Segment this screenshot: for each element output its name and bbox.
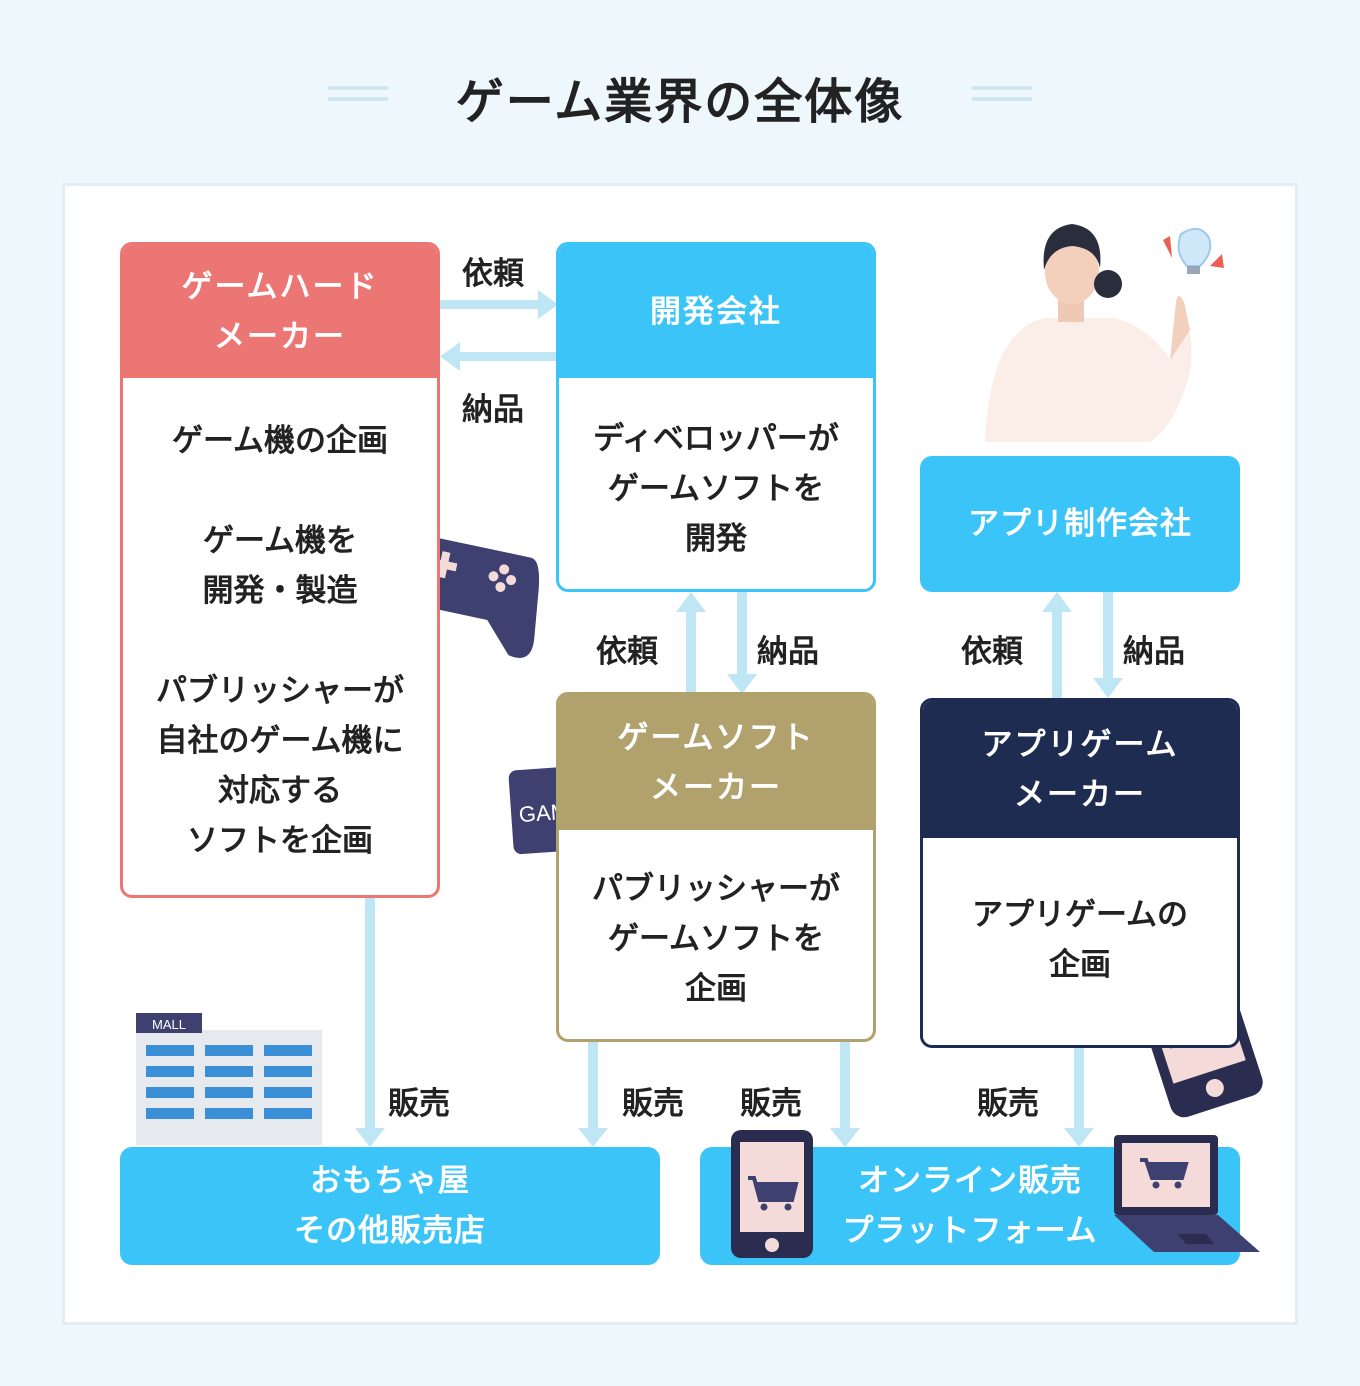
toy-store-label-line: おもちゃ屋 xyxy=(310,1163,470,1199)
arrow-hw-to-dev-head xyxy=(538,290,558,319)
title-decoration-right xyxy=(972,97,1032,101)
hardware-maker-desc-line: 自社のゲーム機に xyxy=(156,723,404,759)
arrow-hw-to-dev xyxy=(440,300,540,309)
arrow-dev-to-hw xyxy=(458,352,558,361)
software-maker-header: ゲームソフト メーカー xyxy=(559,695,873,830)
software-maker-header-line: ゲームソフト xyxy=(617,719,815,756)
arrow-dev-to-hw-head xyxy=(440,342,460,371)
hardware-maker-desc-line: ゲーム機を xyxy=(202,523,358,559)
page-title: ゲーム業界の全体像 xyxy=(455,74,905,130)
software-maker-box: ゲームソフト メーカー パブリッシャーが ゲームソフトを 企画 xyxy=(556,692,876,1042)
app-game-maker-header-line: アプリゲーム xyxy=(981,726,1179,763)
software-maker-description: パブリッシャーが ゲームソフトを 企画 xyxy=(559,830,873,1014)
dev-company-desc-line: ゲームソフトを xyxy=(607,471,825,507)
app-game-maker-desc-line: 企画 xyxy=(1049,947,1111,983)
online-platform-label-line: プラットフォーム xyxy=(842,1213,1098,1249)
flow-arrows xyxy=(355,290,1123,1147)
app-game-maker-box: アプリゲーム メーカー アプリゲームの 企画 xyxy=(920,698,1240,1048)
edge-label-deliver: 納品 xyxy=(462,392,524,428)
edge-label-deliver: 納品 xyxy=(1123,634,1185,670)
app-game-maker-description: アプリゲームの 企画 xyxy=(923,838,1237,990)
arrow-soft-sale-store-head xyxy=(578,1128,608,1147)
hardware-maker-desc-line: 対応する xyxy=(218,773,342,809)
arrow-soft-to-dev-head xyxy=(676,592,706,612)
dev-company-description: ディベロッパーが ゲームソフトを 開発 xyxy=(559,378,873,564)
software-maker-desc-line: ゲームソフトを xyxy=(607,921,825,957)
app-company-box: アプリ制作会社 xyxy=(920,456,1240,592)
edge-label-deliver: 納品 xyxy=(757,634,819,670)
edge-label-request: 依頼 xyxy=(596,634,658,670)
person-with-idea-illustration xyxy=(985,224,1224,442)
dev-company-header-line: 開発会社 xyxy=(650,293,782,330)
arrow-appgame-sale xyxy=(1074,1048,1084,1130)
edge-label-sale: 販売 xyxy=(622,1086,684,1122)
arrow-hw-sale xyxy=(365,898,375,1130)
laptop-cart-icon xyxy=(1114,1135,1260,1252)
title-decoration-left xyxy=(328,86,388,90)
edge-label-sale: 販売 xyxy=(740,1086,802,1122)
edge-label-sale: 販売 xyxy=(388,1086,450,1122)
hardware-maker-desc-line: ゲーム機の企画 xyxy=(171,423,389,459)
mall-building-icon: MALL xyxy=(136,1013,322,1145)
dev-company-box: 開発会社 ディベロッパーが ゲームソフトを 開発 xyxy=(556,242,876,592)
hardware-maker-desc-line: パブリッシャーが xyxy=(156,673,404,709)
software-maker-header-line: メーカー xyxy=(649,769,782,806)
title-decoration-left xyxy=(328,97,388,101)
arrow-dev-to-soft-head xyxy=(727,674,757,694)
software-maker-desc-line: パブリッシャーが xyxy=(592,871,840,907)
hardware-maker-desc-line: 開発・製造 xyxy=(202,573,358,609)
arrow-app-to-appgame-head xyxy=(1093,678,1123,698)
arrow-soft-sale-online-head xyxy=(830,1128,860,1147)
hardware-maker-header: ゲームハード メーカー xyxy=(123,245,437,378)
title-decoration-right xyxy=(972,86,1032,90)
dev-company-header: 開発会社 xyxy=(559,245,873,378)
hardware-maker-description: ゲーム機の企画 ゲーム機を 開発・製造 パブリッシャーが 自社のゲーム機に 対応… xyxy=(123,378,437,866)
edge-label-sale: 販売 xyxy=(977,1086,1039,1122)
hardware-maker-header-line: ゲームハード xyxy=(181,268,379,305)
hardware-maker-header-line: メーカー xyxy=(213,318,346,355)
hardware-maker-desc-line: ソフトを企画 xyxy=(187,823,373,859)
smartphone-cart-icon xyxy=(731,1130,813,1258)
app-game-maker-desc-line: アプリゲームの xyxy=(971,897,1189,933)
app-company-label: アプリ制作会社 xyxy=(968,506,1192,542)
arrow-appgame-to-app-head xyxy=(1042,592,1072,612)
arrow-app-to-appgame xyxy=(1103,592,1113,678)
arrow-soft-sale-online xyxy=(840,1042,850,1130)
arrow-hw-sale-head xyxy=(355,1128,385,1147)
app-game-maker-header: アプリゲーム メーカー xyxy=(923,701,1237,838)
arrow-soft-to-dev xyxy=(686,610,696,694)
software-maker-desc-line: 企画 xyxy=(685,971,747,1007)
app-game-maker-header-line: メーカー xyxy=(1013,776,1146,813)
hardware-maker-box: ゲームハード メーカー ゲーム機の企画 ゲーム機を 開発・製造 パブリッシャーが… xyxy=(120,242,440,898)
online-platform-label-line: オンライン販売 xyxy=(857,1163,1082,1199)
toy-store-box: おもちゃ屋 その他販売店 xyxy=(120,1147,660,1265)
edge-label-request: 依頼 xyxy=(462,256,524,292)
toy-store-label-line: その他販売店 xyxy=(294,1213,486,1249)
dev-company-desc-line: ディベロッパーが xyxy=(593,421,839,457)
dev-company-desc-line: 開発 xyxy=(685,521,747,557)
mall-sign-label: MALL xyxy=(152,1017,186,1032)
arrow-appgame-sale-head xyxy=(1064,1128,1094,1147)
arrow-dev-to-soft xyxy=(737,592,747,676)
arrow-soft-sale-store xyxy=(588,1042,598,1130)
edge-label-request: 依頼 xyxy=(961,634,1023,670)
arrow-appgame-to-app xyxy=(1052,610,1062,698)
